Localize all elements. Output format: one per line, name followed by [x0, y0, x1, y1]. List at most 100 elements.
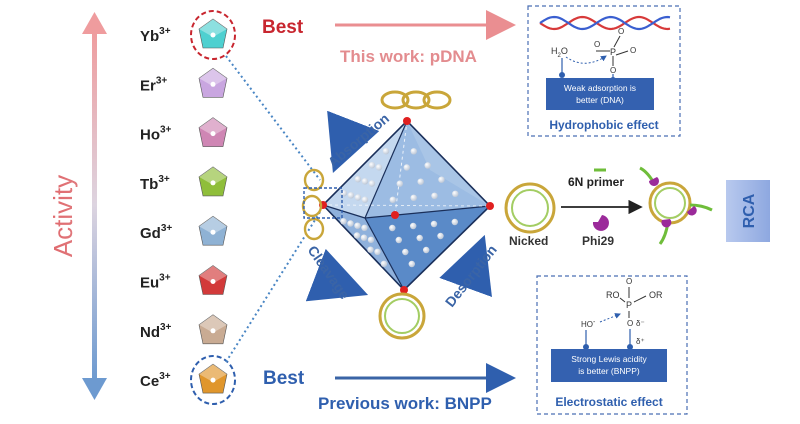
surface-bead — [375, 164, 383, 171]
desorption-arrow — [439, 234, 492, 298]
surface-bead — [361, 196, 369, 203]
rca-box — [726, 180, 770, 242]
surface-bead — [354, 176, 362, 183]
surface-bead — [410, 194, 417, 201]
absorption-arrow — [327, 110, 380, 174]
nicked-plasmid — [504, 182, 556, 234]
ion-center-atom — [210, 180, 216, 186]
desorption-label: Desorption — [442, 242, 500, 310]
ion-label-gd: Gd3+ — [140, 223, 172, 242]
surface-bead — [367, 246, 374, 253]
activity-axis-label: Activity — [48, 175, 78, 257]
elec-delta-minus: δ⁻ — [636, 319, 645, 328]
surface-bead — [367, 236, 375, 243]
surface-bead — [340, 218, 347, 225]
ion-label-yb: Yb3+ — [140, 26, 171, 45]
vertex-top — [403, 117, 411, 125]
elec-ro: RO — [606, 290, 620, 300]
surface-bead — [431, 192, 438, 199]
yb-connector-line — [225, 55, 321, 181]
elec-o-top: O — [626, 277, 632, 286]
axis-up-arrowhead — [82, 12, 107, 34]
ion-polyhedron-highlight — [199, 314, 227, 333]
ion-center-atom — [210, 279, 216, 284]
primer-label: 6N primer — [568, 175, 624, 189]
surface-bead — [361, 178, 369, 185]
adsorbed-rings — [301, 168, 343, 241]
bottom-best-label: Best — [263, 368, 305, 389]
phos-o-top: O — [618, 27, 624, 36]
surface-bead — [389, 196, 396, 203]
electrostatic-surface-line1: Strong Lewis acidity — [571, 354, 647, 364]
surface-bead — [354, 222, 361, 229]
surface-bead — [403, 164, 410, 171]
ion-polyhedron-highlight — [199, 166, 227, 185]
phi29-icon — [592, 215, 609, 231]
hydrophobic-surface — [546, 78, 654, 110]
ion-polyhedron-highlight — [199, 216, 227, 235]
ion-center-atom — [210, 328, 216, 334]
enzyme-label: Phi29 — [582, 234, 614, 248]
phos-o-bottom: O — [610, 66, 616, 75]
electrostatic-surface-line2: is better (BNPP) — [578, 366, 640, 376]
ion-label-nd: Nd3+ — [140, 322, 172, 341]
surface-bead — [410, 222, 417, 230]
octahedron — [319, 117, 494, 294]
water-label: H2O — [551, 46, 568, 59]
ion-polyhedron-highlight — [199, 265, 227, 284]
electrostatic-surface — [551, 349, 667, 382]
surface-bead — [408, 260, 415, 268]
surface-bead — [410, 148, 417, 155]
hydrophobic-surface-line1: Weak adsorption is — [564, 83, 636, 93]
cleavage-label: Cleavage — [305, 243, 353, 303]
dna-strand-red — [539, 15, 671, 31]
ion-label-eu: Eu3+ — [140, 273, 171, 292]
surface-bead — [347, 192, 355, 199]
surface-bead — [368, 162, 376, 169]
elec-delta-plus: δ⁺ — [636, 337, 645, 346]
surface-bead — [430, 220, 438, 228]
surface-bead — [354, 194, 362, 201]
surface-bead — [396, 180, 403, 187]
hydrophobic-surface-line2: better (DNA) — [576, 95, 624, 105]
elec-or: OR — [649, 290, 663, 300]
surface-bead — [368, 180, 376, 187]
elec-ho: HO- — [581, 319, 596, 329]
elec-o-bottom: O — [627, 319, 633, 328]
vertex-bottom — [400, 286, 408, 294]
top-work-label: This work: pDNA — [340, 47, 477, 66]
phos-p: P — [610, 47, 616, 57]
rca-product — [639, 166, 713, 245]
surface-bead — [347, 220, 354, 227]
surface-bead — [438, 176, 445, 183]
surface-bead — [402, 248, 409, 256]
yb-highlight-circle — [190, 10, 236, 60]
surface-bead — [353, 232, 361, 239]
axis-down-arrowhead — [82, 378, 107, 400]
ion-label-ho: Ho3+ — [140, 125, 172, 144]
surface-bead — [437, 232, 444, 240]
activity-axis: Activity — [48, 12, 107, 400]
ion-polyhedron-highlight — [199, 68, 227, 87]
hydrophobic-caption: Hydrophobic effect — [549, 118, 658, 132]
surface-bead — [451, 218, 458, 226]
elec-p: P — [626, 300, 632, 310]
ion-center-atom — [210, 81, 216, 87]
surface-bead — [361, 224, 368, 231]
top-best-label: Best — [262, 17, 304, 38]
ion-label-er: Er3+ — [140, 75, 167, 94]
ion-center-atom — [210, 229, 216, 235]
plasmid-chain — [380, 90, 452, 110]
surface-bead — [416, 234, 423, 242]
ion-center-atom — [210, 131, 216, 137]
phos-o-right: O — [630, 46, 636, 55]
ion-polyhedron-highlight — [199, 364, 227, 383]
surface-bead — [380, 260, 388, 267]
ion-label-tb: Tb3+ — [140, 174, 170, 193]
ion-center-atom — [210, 32, 216, 38]
ion-polyhedron-highlight — [199, 117, 227, 136]
adsorption-site-box — [303, 187, 343, 219]
vertex-right — [486, 202, 494, 210]
surface-bead — [424, 162, 431, 169]
